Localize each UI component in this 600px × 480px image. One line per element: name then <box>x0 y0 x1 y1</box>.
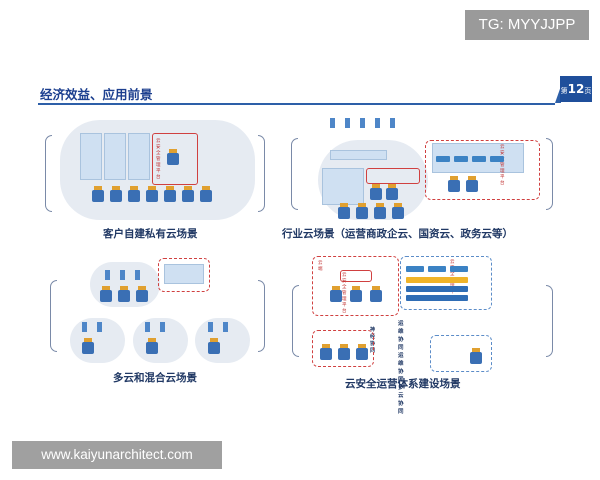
collab-item: 多云协同 <box>398 385 404 415</box>
server-icon <box>350 286 362 302</box>
page-suffix: 页 <box>584 87 592 95</box>
tenant-icon <box>223 322 228 332</box>
server-icon <box>470 348 482 364</box>
tenant-icon <box>145 322 150 332</box>
server-icon <box>200 186 212 202</box>
server-icon <box>100 286 112 302</box>
platform-label: 云安全管理平台 <box>500 145 505 186</box>
bracket-right <box>546 285 553 357</box>
building-icon <box>338 344 350 360</box>
server-column <box>128 133 150 180</box>
tenant-icon <box>330 118 335 128</box>
caption-multi-cloud: 多云和混合云场景 <box>113 372 197 384</box>
server-icon <box>92 186 104 202</box>
management-box <box>366 168 420 184</box>
bracket-left <box>45 135 52 212</box>
server-icon <box>164 186 176 202</box>
platform-label: 云安全管理平台 <box>156 139 161 180</box>
caption-industry-cloud: 行业云场景（运营商政企云、国资云、政务云等） <box>282 228 513 240</box>
server-icon <box>356 203 368 219</box>
caption-private-cloud: 客户自建私有云场景 <box>103 228 198 240</box>
bracket-left <box>292 285 299 357</box>
platform-label: 云安全管理平台 <box>342 273 347 314</box>
collab-list: 运维协同 运维协同 多云协同 <box>398 320 404 416</box>
tenant-icon <box>135 270 140 280</box>
server-icon <box>208 338 220 354</box>
tenant-icon <box>375 118 380 128</box>
page-prefix: 第 <box>560 87 568 95</box>
management-box <box>340 270 372 282</box>
server-icon <box>146 186 158 202</box>
server-icon <box>82 338 94 354</box>
page-title: 经济效益、应用前景 <box>40 87 153 102</box>
cloud-dashed-area <box>312 256 399 316</box>
server-icon <box>136 286 148 302</box>
module-block <box>436 156 450 162</box>
badge-tab-decoration <box>555 86 561 103</box>
bracket-right <box>258 280 265 352</box>
module-bar <box>406 286 468 292</box>
tenant-icon <box>208 322 213 332</box>
database-icon <box>448 176 460 192</box>
server-icon <box>370 184 382 200</box>
tenant-icon <box>360 118 365 128</box>
module-block <box>472 156 486 162</box>
server-column <box>104 133 126 180</box>
platform-dashed-area <box>400 256 492 310</box>
cloud-shape <box>195 318 250 363</box>
module-bar <box>406 295 468 301</box>
server-icon <box>374 203 386 219</box>
server-icon <box>370 286 382 302</box>
edge-dashed-area <box>312 330 374 367</box>
server-icon <box>182 186 194 202</box>
bracket-right <box>546 138 553 210</box>
watermark-bottom: www.kaiyunarchitect.com <box>12 441 222 469</box>
tenant-icon <box>120 270 125 280</box>
platform-panel <box>164 264 204 284</box>
tenant-icon <box>82 322 87 332</box>
tenant-icon <box>390 118 395 128</box>
tenant-icon <box>160 322 165 332</box>
header-divider <box>38 103 555 105</box>
tenant-bar <box>330 150 387 160</box>
module-bar <box>406 277 468 283</box>
tenant-icon <box>105 270 110 280</box>
platform-dashed-area <box>158 258 210 292</box>
caption-ops-system: 云安全运营体系建设场景 <box>345 378 461 390</box>
server-icon <box>146 338 158 354</box>
bracket-right <box>258 135 265 212</box>
server-column <box>80 133 102 180</box>
server-icon <box>110 186 122 202</box>
management-platform-box <box>152 133 198 185</box>
building-icon <box>320 344 332 360</box>
module-block <box>406 266 424 272</box>
edge-dashed-area <box>430 335 492 372</box>
server-icon <box>386 184 398 200</box>
server-icon <box>128 186 140 202</box>
module-block <box>450 266 468 272</box>
bracket-left <box>50 280 57 352</box>
server-icon <box>167 149 179 165</box>
tenant-icon <box>345 118 350 128</box>
platform-dashed-area <box>425 140 540 200</box>
server-icon <box>392 203 404 219</box>
server-icon <box>118 286 130 302</box>
server-icon <box>330 286 342 302</box>
server-block <box>322 168 364 205</box>
collab-title: 神经协同 <box>370 327 376 354</box>
database-icon <box>466 176 478 192</box>
page-number: 12 <box>567 82 585 96</box>
building-icon <box>356 344 368 360</box>
server-icon <box>338 203 350 219</box>
module-block <box>428 266 446 272</box>
cloud-label: 云端 <box>318 261 323 272</box>
watermark-top: TG: MYYJJPP <box>465 10 589 40</box>
collab-item: 运维协同 <box>398 321 404 351</box>
tenant-icon <box>97 322 102 332</box>
bracket-left <box>291 138 298 210</box>
collab-item: 运维协同 <box>398 353 404 383</box>
module-block <box>454 156 468 162</box>
module-block <box>490 156 504 162</box>
page-number-badge: 第12页 <box>560 76 592 102</box>
